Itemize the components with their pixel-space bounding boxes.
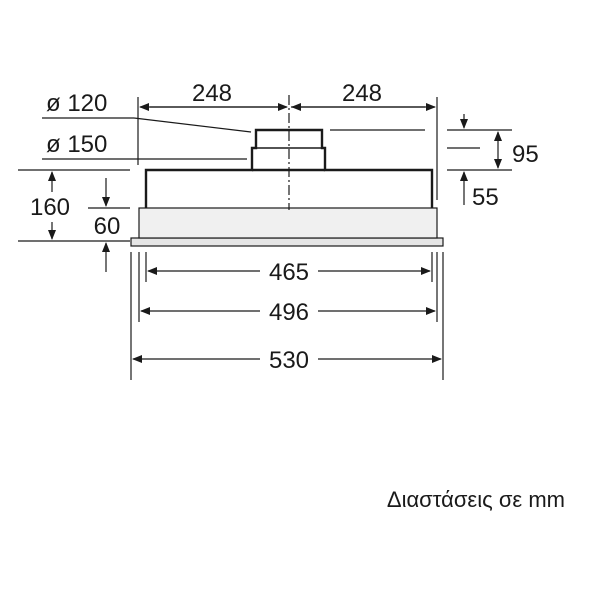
label-496: 496 [269, 299, 309, 326]
label-dia-150: ø 150 [46, 131, 107, 158]
hood-casing-outline [144, 128, 434, 208]
hood-bottom-panel [130, 237, 444, 247]
diameter-callouts: ø 120 ø 150 [42, 90, 252, 160]
leader-dia-120-diag [133, 117, 252, 133]
label-248-left: 248 [192, 80, 232, 107]
bottom-width-dimensions: 465 496 530 [130, 252, 444, 380]
label-530: 530 [269, 347, 309, 374]
hood-filter-strip [138, 207, 438, 239]
label-dia-120: ø 120 [46, 90, 107, 117]
label-160: 160 [30, 194, 70, 221]
label-60: 60 [94, 213, 121, 240]
units-caption: Διαστάσεις σε mm [387, 487, 565, 512]
right-height-dimensions: 95 55 [330, 114, 539, 211]
label-465: 465 [269, 259, 309, 286]
left-height-dimensions: 160 60 [18, 169, 130, 272]
label-55: 55 [472, 184, 499, 211]
hood-body [130, 128, 444, 247]
top-width-dimension: 248 248 [137, 80, 438, 200]
label-95: 95 [512, 141, 539, 168]
label-248-right: 248 [342, 80, 382, 107]
